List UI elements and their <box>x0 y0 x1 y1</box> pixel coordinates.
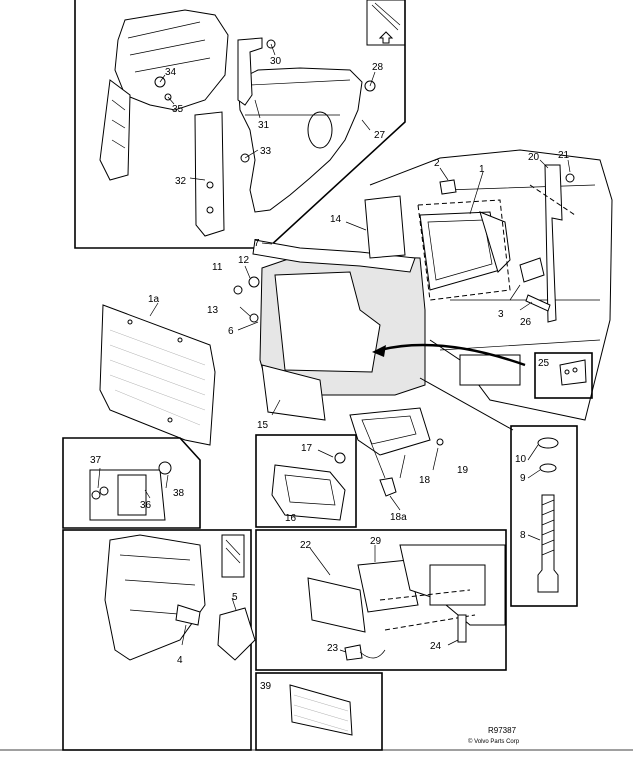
label-11: 11 <box>212 262 223 273</box>
label-39: 39 <box>260 681 272 692</box>
label-29: 29 <box>370 536 382 547</box>
inset-bottom-left <box>62 529 256 751</box>
label-9: 9 <box>520 473 526 484</box>
inset-fog-lamp <box>255 529 507 671</box>
label-1: 1 <box>479 164 485 175</box>
label-17: 17 <box>301 443 313 454</box>
label-12: 12 <box>238 255 250 266</box>
label-31: 31 <box>258 120 270 131</box>
label-8: 8 <box>520 530 526 541</box>
label-24: 24 <box>430 641 442 652</box>
label-16: 16 <box>285 513 297 524</box>
inset-top-left <box>74 0 406 249</box>
inset-25 <box>534 352 593 399</box>
label-23: 23 <box>327 643 339 654</box>
label-4: 4 <box>177 655 183 666</box>
label-19: 19 <box>457 465 469 476</box>
label-15: 15 <box>257 420 269 431</box>
label-33: 33 <box>260 146 272 157</box>
label-25: 25 <box>538 358 550 369</box>
label-26: 26 <box>520 317 532 328</box>
label-22: 22 <box>300 540 312 551</box>
label-2: 2 <box>434 158 440 169</box>
label-37: 37 <box>90 455 102 466</box>
label-34: 34 <box>165 67 177 78</box>
label-10: 10 <box>515 454 527 465</box>
label-27: 27 <box>374 130 386 141</box>
glass-hatch <box>109 329 206 426</box>
inset-bulb-holder <box>62 437 201 529</box>
label-3: 3 <box>498 309 504 320</box>
label-7: 7 <box>254 238 260 249</box>
label-36: 36 <box>140 500 152 511</box>
inset-screw <box>510 425 578 607</box>
label-32: 32 <box>175 176 187 187</box>
label-35: 35 <box>172 104 184 115</box>
label-13: 13 <box>207 305 219 316</box>
label-20: 20 <box>528 152 540 163</box>
inset-lamp-16 <box>255 434 357 528</box>
label-28: 28 <box>372 62 384 73</box>
copyright-text: © Volvo Parts Corp <box>468 738 520 745</box>
inset-39 <box>255 672 383 751</box>
label-18a: 18a <box>390 512 407 523</box>
label-14: 14 <box>330 214 342 225</box>
label-18: 18 <box>419 475 431 486</box>
figure-reference: R97387 <box>488 726 517 735</box>
label-30: 30 <box>270 56 282 67</box>
label-5: 5 <box>232 592 238 603</box>
label-6: 6 <box>228 326 234 337</box>
label-1a: 1a <box>148 294 160 305</box>
part-labels: 30 28 34 35 31 27 33 32 2 1 20 21 14 7 1… <box>90 56 570 692</box>
label-21: 21 <box>558 150 570 161</box>
label-38: 38 <box>173 488 185 499</box>
